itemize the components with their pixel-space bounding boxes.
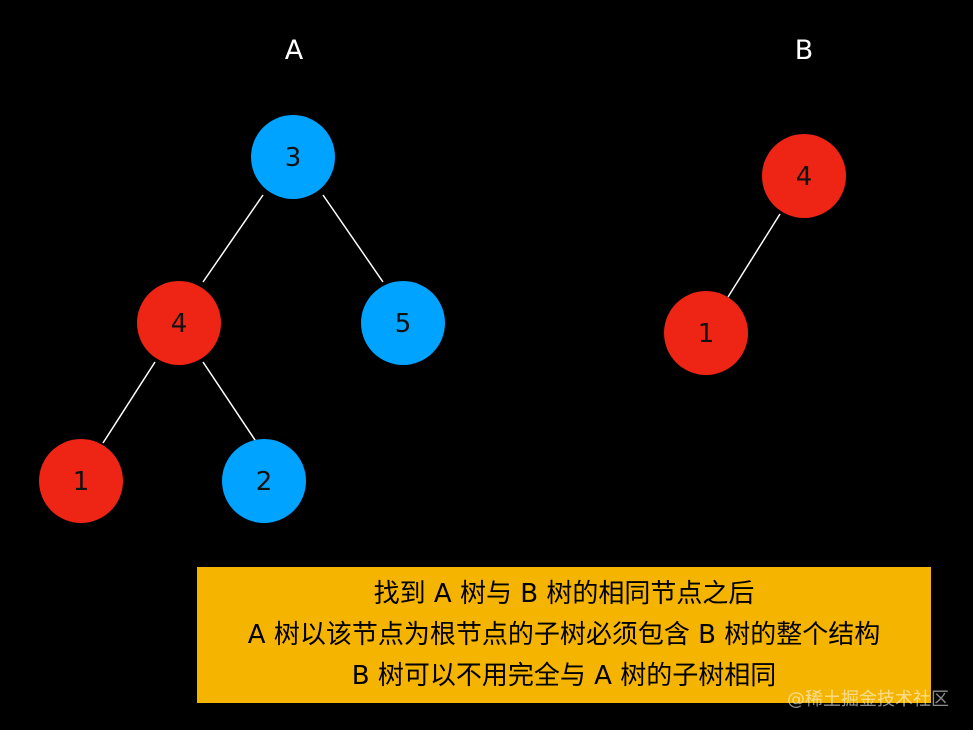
- tree-a-node-label: 5: [395, 309, 412, 339]
- tree-a-node: 5: [361, 281, 445, 365]
- tree-a-node-circle: [222, 439, 306, 523]
- tree-a-node: 2: [222, 439, 306, 523]
- tree-b-edge-4-1: [727, 213, 781, 298]
- watermark: @稀土掘金技术社区: [787, 689, 949, 710]
- tree-a-edge-3-5: [322, 194, 384, 283]
- note-line-3: B 树可以不用完全与 A 树的子树相同: [351, 660, 777, 691]
- tree-a-node: 3: [251, 115, 335, 199]
- tree-a-node-label: 2: [256, 467, 273, 497]
- tree-a-node: 1: [39, 439, 123, 523]
- tree-b-node-circle: [762, 134, 846, 218]
- tree-a-node-label: 1: [73, 467, 90, 497]
- tree-a-node: 4: [137, 281, 221, 365]
- tree-a-node-circle: [137, 281, 221, 365]
- tree-b-node-label: 4: [796, 162, 813, 192]
- explanation-note-box: 找到 A 树与 B 树的相同节点之后 A 树以该节点为根节点的子树必须包含 B …: [197, 567, 931, 703]
- tree-b-node-circle: [664, 291, 748, 375]
- tree-a-node-label: 3: [285, 143, 302, 173]
- tree-b-node: 1: [664, 291, 748, 375]
- tree-a-edge-3-4: [202, 194, 264, 283]
- tree-b-title: B: [795, 35, 814, 66]
- tree-a-node-circle: [251, 115, 335, 199]
- tree-b-node-label: 1: [698, 319, 715, 349]
- tree-a-node-circle: [39, 439, 123, 523]
- note-line-1: 找到 A 树与 B 树的相同节点之后: [373, 578, 755, 609]
- tree-b-node: 4: [762, 134, 846, 218]
- tree-a-title: A: [285, 35, 304, 66]
- tree-a-edge-4-2: [202, 361, 258, 444]
- tree-a-node-label: 4: [171, 309, 188, 339]
- tree-a-node-circle: [361, 281, 445, 365]
- tree-a-edge-4-1: [102, 361, 156, 444]
- note-line-2: A 树以该节点为根节点的子树必须包含 B 树的整个结构: [247, 619, 881, 650]
